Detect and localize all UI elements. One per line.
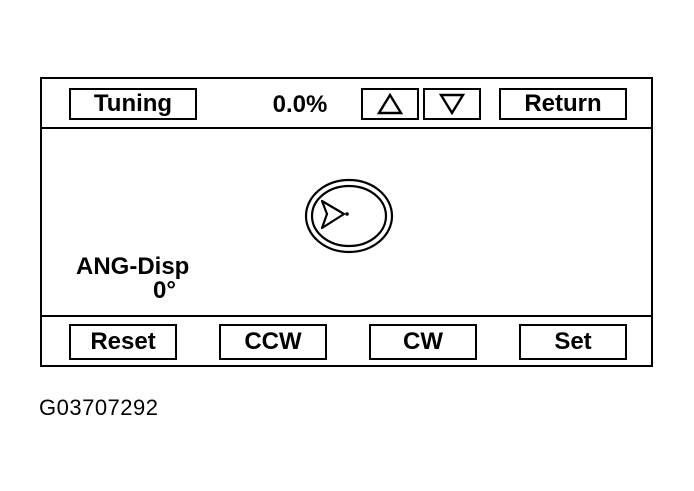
display-screen: Tuning 0.0% Return ANG-Disp 0° Reset CC: [40, 77, 653, 367]
cw-button[interactable]: CW: [369, 324, 477, 360]
down-button[interactable]: [423, 88, 481, 120]
angle-display-label: ANG-Disp: [76, 253, 190, 280]
return-button[interactable]: Return: [499, 88, 627, 120]
reset-button[interactable]: Reset: [69, 324, 177, 360]
bottom-bar: Reset CCW CW Set: [42, 315, 651, 365]
top-bar: Tuning 0.0% Return: [42, 79, 651, 129]
percent-readout: 0.0%: [272, 91, 328, 118]
tuning-button-label: Tuning: [93, 90, 173, 117]
figure-caption: G03707292: [39, 395, 159, 420]
triangle-up-icon: [376, 92, 404, 115]
angle-dial-icon: [304, 178, 394, 254]
set-button-label: Set: [554, 328, 592, 355]
angle-display-value: 0°: [153, 277, 176, 304]
reset-button-label: Reset: [90, 328, 156, 355]
cw-button-label: CW: [403, 328, 443, 355]
ccw-button-label: CCW: [244, 328, 302, 355]
tuning-button[interactable]: Tuning: [69, 88, 197, 120]
return-button-label: Return: [524, 90, 602, 117]
up-button[interactable]: [361, 88, 419, 120]
ccw-button[interactable]: CCW: [219, 324, 327, 360]
set-button[interactable]: Set: [519, 324, 627, 360]
triangle-down-icon: [438, 93, 466, 116]
